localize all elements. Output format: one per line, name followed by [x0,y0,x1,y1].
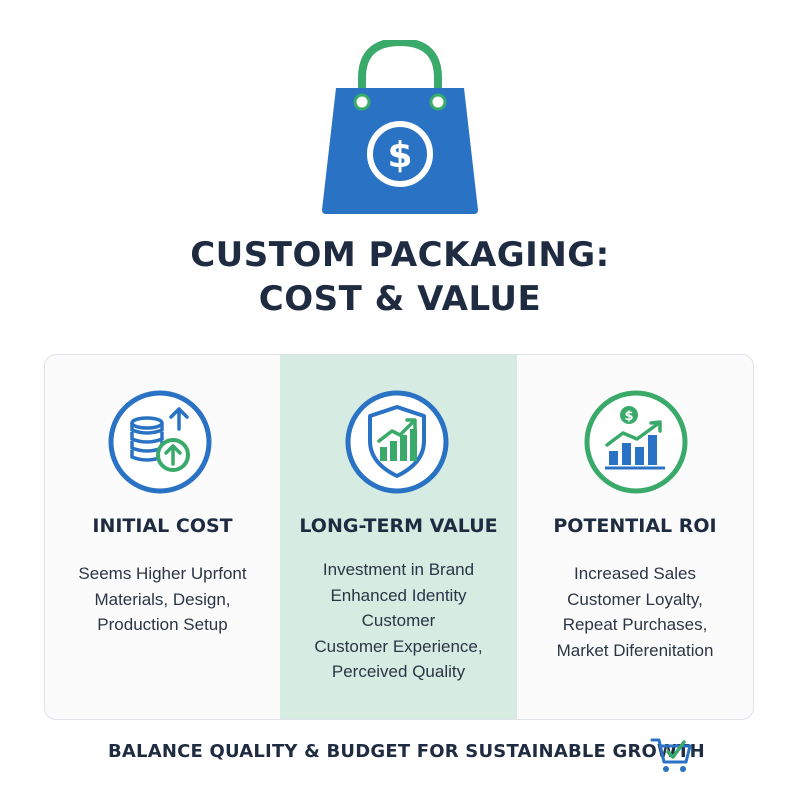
description-line: Seems Higher Uprfont [78,564,247,583]
footer-tagline: BALANCE QUALITY & BUDGET FOR SUSTAINABLE… [108,741,705,762]
page-title-line-2: COST & VALUE [258,279,542,319]
description-line: Materials, Design, [94,589,231,609]
column-title: LONG-TERM VALUE [299,515,498,537]
shopping-cart-check-icon [650,738,692,772]
shopping-bag-dollar-icon: $ [322,40,478,214]
description-line: Perceived Quality [331,662,466,681]
column-title: INITIAL COST [92,515,233,537]
coins-up-arrow-icon [108,390,212,494]
shield-growth-icon [345,390,449,494]
description-line: Increased Sales [574,564,696,583]
column-potential-roi: $ POTENTIAL ROI Increased Sales Customer… [517,355,753,719]
comparison-panel: INITIAL COST Seems Higher Uprfont Materi… [44,354,754,720]
description-line: Customer [361,611,436,630]
description-line: Repeat Purchases, [562,615,708,634]
column-description: Seems Higher Uprfont Materials, Design, … [45,561,280,638]
page-title-line-1: CUSTOM PACKAGING: [190,235,610,275]
description-line: Customer Loyalty, [567,589,703,609]
svg-text:$: $ [624,409,633,424]
dollar-bar-chart-icon: $ [584,390,688,494]
description-line: Investment in Brand [322,560,475,579]
description-line: Customer Experience, [314,636,483,656]
description-line: Production Setup [97,615,228,634]
column-initial-cost: INITIAL COST Seems Higher Uprfont Materi… [45,355,280,719]
svg-text:$: $ [387,135,412,176]
description-line: Enhanced Identity [330,585,467,605]
column-description: Investment in Brand Enhanced Identity Cu… [280,557,517,685]
description-line: Market Diferenitation [556,640,714,660]
column-description: Increased Sales Customer Loyalty, Repeat… [517,561,753,663]
column-title: POTENTIAL ROI [553,515,717,537]
column-long-term-value: LONG-TERM VALUE Investment in Brand Enha… [280,355,517,719]
